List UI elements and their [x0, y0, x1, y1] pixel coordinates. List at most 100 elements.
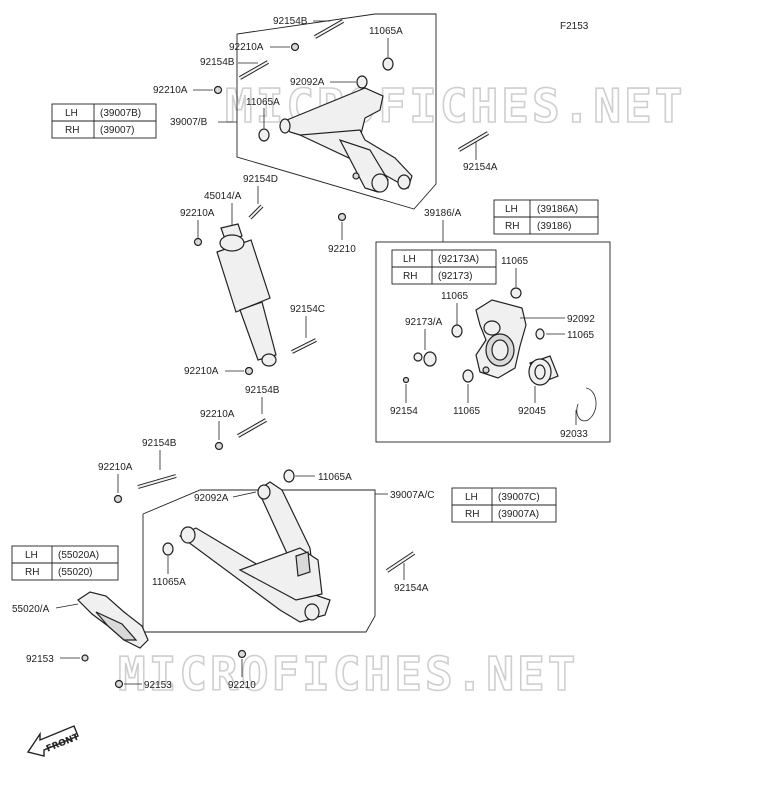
label-92154: 92154 [390, 406, 418, 417]
table-lower-arm: LH (39007C) RH (39007A) [451, 487, 557, 523]
bolt-92154B-3[interactable] [237, 418, 267, 438]
label-39186A: 39186/A [424, 208, 462, 219]
svg-text:LH: LH [25, 550, 38, 561]
svg-text:RH: RH [403, 271, 417, 282]
label-11065A-4: 11065A [152, 577, 186, 588]
label-45014A: 45014/A [204, 191, 242, 202]
bolt-92154B-2[interactable] [239, 60, 269, 80]
upper-a-arm[interactable] [279, 87, 413, 193]
label-39007AC: 39007A/C [390, 490, 434, 501]
collar-11065A-3[interactable] [283, 469, 295, 483]
label-11065-2: 11065 [441, 291, 469, 302]
nut-92210A-5[interactable] [214, 441, 224, 451]
collar-11065-3[interactable] [535, 328, 545, 340]
label-92210-mid: 92210 [328, 244, 356, 255]
table-knuckle: LH (39186A) RH (39186) [493, 199, 599, 235]
collar-11065-1[interactable] [510, 287, 522, 299]
label-92154A-top: 92154A [463, 162, 498, 173]
svg-text:(92173A): (92173A) [438, 254, 479, 265]
nut-92210A-6[interactable] [113, 494, 123, 504]
bolt-92154D[interactable] [248, 204, 264, 220]
label-11065A-top: 11065A [369, 26, 403, 37]
svg-text:LH: LH [465, 492, 478, 503]
bolt-92154A-low[interactable] [385, 551, 416, 573]
front-arrow-icon: FRONT [26, 725, 81, 757]
bolt-92154C[interactable] [291, 338, 317, 354]
label-92153-2: 92153 [144, 680, 172, 691]
bearing-92045[interactable] [528, 355, 559, 386]
lower-arm-frame [142, 489, 376, 633]
collar-11065A-2[interactable] [258, 128, 270, 142]
svg-text:(39186): (39186) [537, 221, 571, 232]
upper-arm-frame [236, 13, 437, 210]
table-bushing: LH (92173A) RH (92173) [391, 249, 497, 285]
nut-92153-2[interactable] [114, 679, 124, 689]
table-guard: LH (55020A) RH (55020) [11, 545, 119, 581]
nut-92210A-4[interactable] [244, 366, 254, 376]
knuckle[interactable] [475, 299, 527, 379]
label-92092: 92092 [567, 314, 595, 325]
svg-text:LH: LH [65, 108, 78, 119]
label-11065A-2: 11065A [246, 97, 280, 108]
svg-text:(39007): (39007) [100, 125, 134, 136]
bolt-92154B-top[interactable] [314, 19, 344, 39]
label-92154C: 92154C [290, 304, 325, 315]
svg-text:(39007C): (39007C) [498, 492, 540, 503]
nut-92210A-2[interactable] [213, 85, 223, 95]
svg-text:(92173): (92173) [438, 271, 472, 282]
label-92210A-3: 92210A [180, 208, 215, 219]
collar-11065-2[interactable] [451, 324, 463, 338]
label-92154A-low: 92154A [394, 583, 429, 594]
svg-text:(55020): (55020) [58, 567, 92, 578]
label-92154B-top: 92154B [273, 16, 308, 27]
figure-code: F2153 [560, 21, 589, 32]
collar-11065A-4[interactable] [162, 542, 174, 556]
svg-text:(39007B): (39007B) [100, 108, 141, 119]
label-11065-1: 11065 [501, 256, 529, 267]
bushing-92092A-top[interactable] [356, 75, 368, 89]
label-92210A-5: 92210A [200, 409, 235, 420]
nut-92210-bot[interactable] [237, 649, 247, 659]
label-92210A-6: 92210A [98, 462, 133, 473]
svg-text:RH: RH [465, 509, 479, 520]
svg-text:(55020A): (55020A) [58, 550, 99, 561]
label-92210A-2: 92210A [153, 85, 188, 96]
label-92154D: 92154D [243, 174, 278, 185]
svg-text:RH: RH [505, 221, 519, 232]
label-92210A-1: 92210A [229, 42, 264, 53]
shock-absorber[interactable] [216, 223, 277, 367]
nut-92210A-1[interactable] [290, 42, 300, 52]
label-92154B-4: 92154B [142, 438, 177, 449]
collar-11065A-top[interactable] [382, 57, 394, 71]
label-92092A-top: 92092A [290, 77, 325, 88]
label-92173A: 92173/A [405, 317, 443, 328]
label-55020A: 55020/A [12, 604, 50, 615]
svg-text:(39186A): (39186A) [537, 204, 578, 215]
nut-92210A-3[interactable] [193, 237, 203, 247]
lower-a-arm[interactable] [178, 481, 331, 623]
bushing-92173A[interactable] [413, 351, 437, 367]
knuckle-frame [375, 241, 611, 443]
guard-55020A[interactable] [77, 591, 149, 649]
svg-text:LH: LH [403, 254, 416, 265]
label-11065A-3: 11065A [318, 472, 352, 483]
label-92210-bot: 92210 [228, 680, 256, 691]
label-92092A-low: 92092A [194, 493, 229, 504]
nut-92210-mid[interactable] [337, 212, 347, 222]
collar-11065-4[interactable] [462, 369, 474, 383]
bolt-92154B-4[interactable] [137, 474, 177, 489]
label-92033: 92033 [560, 429, 588, 440]
nut-92153-1[interactable] [81, 654, 89, 662]
ring-92033[interactable] [576, 387, 597, 422]
nut-92154[interactable] [402, 376, 410, 384]
label-92153-1: 92153 [26, 654, 54, 665]
label-11065-3: 11065 [567, 330, 595, 341]
bolt-92154A-top[interactable] [457, 131, 490, 152]
table-upper-arm: LH (39007B) RH (39007) [51, 103, 157, 139]
svg-text:RH: RH [25, 567, 39, 578]
label-92154B-2: 92154B [200, 57, 235, 68]
svg-text:RH: RH [65, 125, 79, 136]
label-39007B: 39007/B [170, 117, 208, 128]
label-92045: 92045 [518, 406, 546, 417]
